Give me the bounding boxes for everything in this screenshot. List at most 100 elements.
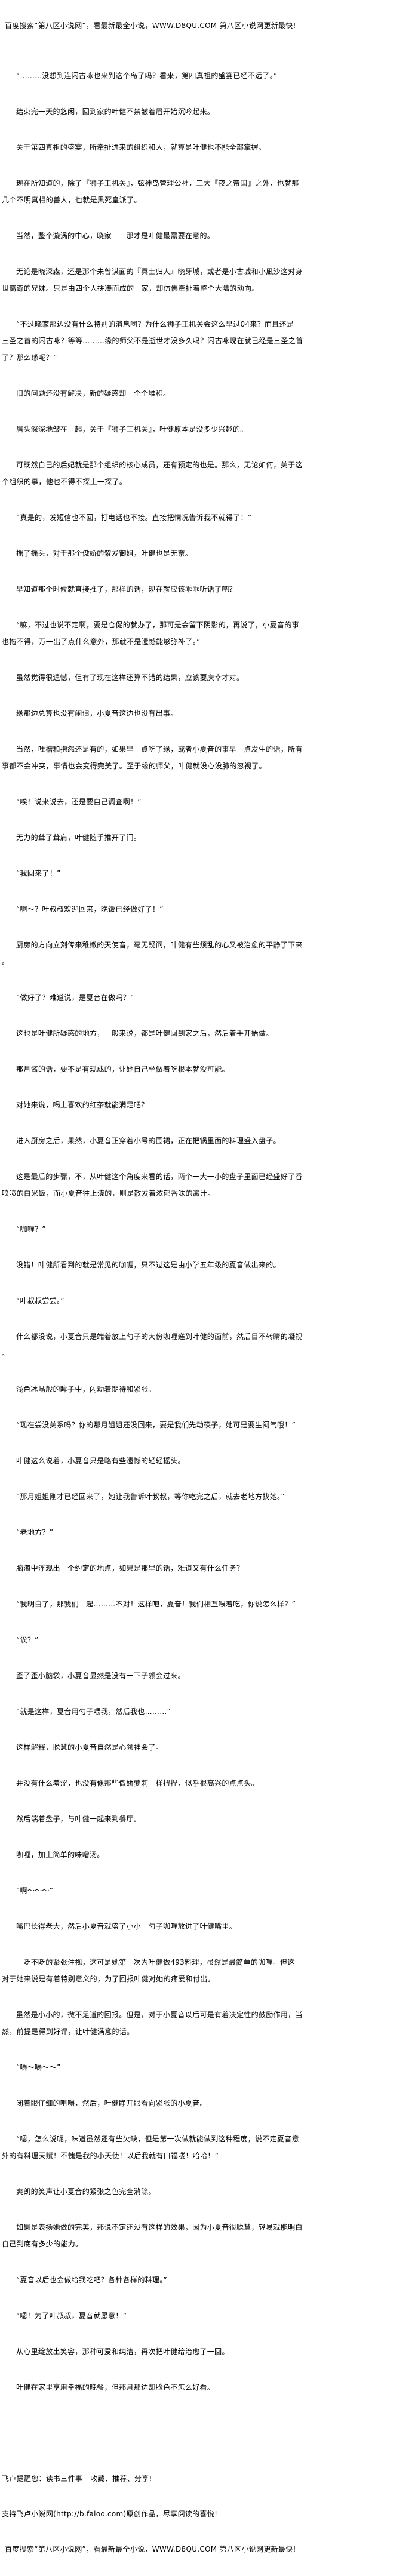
paragraph: “就是这样，夏音用勺子喂我，然后我也………”: [2, 1703, 360, 1720]
footer-support-link[interactable]: 支持飞卢小说网(http://b.faloo.com)原创作品，尽享阅读的喜悦!: [2, 2510, 218, 2518]
paragraph: 那月酱的话，要不是有现成的，让她自己坐做着吃根本就没可能。: [2, 1061, 360, 1078]
paragraph-line: 没错！叶健所看到的就是常见的咖喱，只不过这是由小学五年级的夏音做出来的。: [16, 1261, 281, 1269]
footer-reminder: 飞卢提醒您：读书三件事 - 收藏、推荐、分享!: [2, 2475, 152, 2483]
paragraph: 眉头深深地皱在一起，关于『狮子王机关』，叶健原本是没多少兴趣的。: [2, 421, 360, 438]
paragraph: 可既然自己的后妃就是那个组织的核心成员，还有预定的也是。那么，无论如何，关于这个…: [2, 457, 360, 490]
paragraph: 这样解释，聪慧的小夏音自然是心领神会了。: [2, 1739, 360, 1756]
paragraph-line: 眉头深深地皱在一起，关于『狮子王机关』，叶健原本是没多少兴趣的。: [16, 425, 248, 433]
paragraph-line: 然后端着盘子，与叶健一起来到餐厅。: [16, 1815, 142, 1823]
paragraph: 什么都没说，小夏音只是端着放上勺子的大份咖喱递到叶健的面前，然后目不转睛的凝视。: [2, 1328, 360, 1362]
paragraph: “现在尝没关系吗？你的那月姐姐还没回来，要是我们先动筷子，她可是要生闷气哦！”: [2, 1417, 360, 1433]
paragraph: 旧的问题还没有解决，新的疑惑却一个个堆积。: [2, 385, 360, 402]
paragraph: 并没有什么羞涩，也没有像那些傲娇萝莉一样扭捏，似乎很高兴的点点头。: [2, 1775, 360, 1792]
paragraph-line: 世离奇的兄妹。只是由四个人拼凑而成的一家，却仿佛牵扯着整个大陆的动向。: [2, 284, 259, 293]
paragraph: 这也是叶健所疑惑的地方，一般来说，都是叶健回到家之后，然后着手开始做。: [2, 1025, 360, 1042]
paragraph: “嗯！为了叶叔叔，夏音就愿意！”: [2, 2307, 360, 2324]
paragraph: 结束完一天的悠闲，回到家的叶健不禁皱着眉开始沉吟起来。: [2, 103, 360, 120]
paragraph-line: “做好了？难道说，是夏音在做吗？”: [16, 993, 134, 1002]
paragraph-line: 脑海中浮现出一个约定的地点，如果是那里的话，难道又有什么任务？: [16, 1564, 244, 1572]
paragraph: “我回来了！”: [2, 865, 360, 882]
paragraph-line: 然，前提是得到好评，让叶健满意的话。: [2, 2027, 134, 2036]
paragraph-line: “我回来了！”: [16, 869, 61, 878]
paragraph-line: “现在尝没关系吗？你的那月姐姐还没回来，要是我们先动筷子，她可是要生闷气哦！”: [16, 1421, 296, 1429]
paragraph: 然后端着盘子，与叶健一起来到餐厅。: [2, 1811, 360, 1827]
paragraph: “嗯，怎么说呢，味道虽然还有些欠缺，但是第一次做就能做到这种程度，说不定夏音意外…: [2, 2131, 360, 2164]
paragraph-line: “就是这样，夏音用勺子喂我，然后我也………”: [16, 1707, 171, 1716]
paragraph-line: 自己到底有多少的能力。: [2, 2240, 83, 2248]
paragraph-line: 结束完一天的悠闲，回到家的叶健不禁皱着眉开始沉吟起来。: [16, 107, 215, 116]
paragraph: 一眨不眨的紧张注视，这可是她第一次为叶健做493料理，虽然是最简单的咖喱。但这对…: [2, 1954, 360, 1987]
paragraph: 进入厨房之后，果然，小夏音正穿着小号的围裙，正在把锅里面的料理盛入盘子。: [2, 1132, 360, 1149]
paragraph-line: “嚼～嚼～～”: [16, 2063, 61, 2072]
paragraph-line: 几个不明真相的兽人，也就是黑死皇派了。: [2, 196, 142, 204]
paragraph-line: “不过晓家那边没有什么特别的消息啊？为什么狮子王机关会这么早过04来？而且还是: [16, 320, 294, 328]
paragraph-line: 如果是表扬她做的完美，那说不定还没有这样的效果，因为小夏音很聪慧，轻易就能明白: [16, 2223, 303, 2232]
paragraph: 虽然是小小的，微不足道的回报。但是，对于小夏音以后可是有着决定性的鼓励作用，当然…: [2, 2006, 360, 2040]
paragraph: “嘛，不过也说不定啊，要是仓促的就办了，那可是会留下阴影的，再说了，小夏音的事也…: [2, 617, 360, 650]
paragraph-line: 外的有料理天赋！不愧是我的小天使！以后我就有口福喽！哈哈！”: [2, 2152, 219, 2160]
paragraph-line: 对她来说，喝上喜欢的红茶就能满足吧？: [16, 1101, 149, 1109]
paragraph-line: 进入厨房之后，果然，小夏音正穿着小号的围裙，正在把锅里面的料理盛入盘子。: [16, 1137, 281, 1145]
paragraph-line: 无论是晓深森，还是那个未曾谋面的『冥土归人』晓牙城，或者是小古城和小凪沙这对身: [16, 267, 303, 276]
paragraph-line: “咖喱？”: [16, 1225, 46, 1233]
paragraph-line: 叶健这么说着，小夏音只是略有些遗憾的轻轻摇头。: [16, 1457, 185, 1465]
paragraph-line: 无力的耸了耸肩，叶健随手推开了门。: [16, 833, 142, 842]
paragraph-line: 虽然是小小的，微不足道的回报。但是，对于小夏音以后可是有着决定性的鼓励作用，当: [16, 2011, 303, 2019]
paragraph-line: “啊～～～”: [16, 1886, 54, 1895]
paragraph-line: “那月姐姐刚才已经回来了，她让我告诉叶叔叔，等你吃完之后，就去老地方找她。”: [16, 1492, 285, 1501]
paragraph-line: “夏音以后也会做给我吃吧？各种各样的料理。”: [16, 2276, 168, 2284]
paragraph: “我明白了，那我们一起………不对！这样吧，夏音！我们相互喂着吃，你说怎么样？”: [2, 1596, 360, 1612]
paragraph-line: 当然，吐槽和抱怨还是有的，如果早一点吃了缘，或者小夏音的事早一点发生的话，所有: [16, 745, 303, 753]
paragraph: 叶健在家里享用幸福的晚餐，但那月那边却脸色不怎么好看。: [2, 2379, 360, 2396]
paragraph-line: “叶叔叔尝尝。”: [16, 1297, 64, 1305]
paragraph: 缘那边总算也没有闹僵，小夏音这边也没有出事。: [2, 705, 360, 722]
paragraph-line: “嗯！为了叶叔叔，夏音就愿意！”: [16, 2312, 127, 2320]
paragraph-line: 这样解释，聪慧的小夏音自然是心领神会了。: [16, 1743, 164, 1752]
paragraph: 对她来说，喝上喜欢的红茶就能满足吧？: [2, 1097, 360, 1113]
paragraph: 厨房的方向立刻传来稚嫩的天使音，毫无疑问，叶健有些烦乱的心又被治愈的平静了下来。: [2, 937, 360, 970]
paragraph-line: “我明白了，那我们一起………不对！这样吧，夏音！我们相互喂着吃，你说怎么样？”: [16, 1600, 296, 1608]
paragraph: “真是的，发短信也不回，打电话也不接。直接把情况告诉我不就得了！”: [2, 509, 360, 526]
paragraph-line: 这也是叶健所疑惑的地方，一般来说，都是叶健回到家之后，然后着手开始做。: [16, 1029, 273, 1038]
paragraph: 嘴巴长得老大，然后小夏音就盛了小小一勺子咖喱放进了叶健嘴里。: [2, 1918, 360, 1935]
paragraph-line: 。: [2, 958, 10, 966]
site-banner-top: 百度搜索“第八区小说网”，看最新最全小说，WWW.D8QU.COM 第八区小说网…: [5, 21, 296, 30]
paragraph-line: 三圣之首的闲古咏？等等………缘的师父不是逝世才没多久吗？闲古咏现在就已经是三圣之…: [2, 337, 303, 345]
paragraph-line: 也拖不得，万一出了点什么意外，那就不是遗憾能够弥补了。”: [2, 638, 201, 646]
paragraph: 没错！叶健所看到的就是常见的咖喱，只不过这是由小学五年级的夏音做出来的。: [2, 1257, 360, 1273]
paragraph: “嚼～嚼～～”: [2, 2059, 360, 2076]
paragraph: “做好了？难道说，是夏音在做吗？”: [2, 989, 360, 1006]
paragraph: 无力的耸了耸肩，叶健随手推开了门。: [2, 829, 360, 846]
paragraph: 如果是表扬她做的完美，那说不定还没有这样的效果，因为小夏音很聪慧，轻易就能明白自…: [2, 2219, 360, 2252]
paragraph-line: 当然，整个漩涡的中心，晓家——那才是叶健最需要在意的。: [16, 232, 215, 240]
paragraph-line: 从心里绽放出笑容，那种可爱和纯洁，再次把叶健给治愈了一回。: [16, 2347, 229, 2356]
paragraph: “那月姐姐刚才已经回来了，她让我告诉叶叔叔，等你吃完之后，就去老地方找她。”: [2, 1488, 360, 1505]
paragraph-line: “诶？”: [16, 1636, 39, 1644]
paragraph-line: 关于第四真祖的盛宴，所牵扯进来的组织和人，就算是叶健也不能全部掌握。: [16, 143, 266, 152]
paragraph-line: 对于她来说是有着特别意义的，为了回报叶健对她的疼爱和付出。: [2, 1975, 215, 1983]
paragraph-line: 一眨不眨的紧张注视，这可是她第一次为叶健做493料理，虽然是最简单的咖喱。但这: [16, 1958, 295, 1966]
paragraph: “不过晓家那边没有什么特别的消息啊？为什么狮子王机关会这么早过04来？而且还是三…: [2, 316, 360, 366]
paragraph: 脑海中浮现出一个约定的地点，如果是那里的话，难道又有什么任务？: [2, 1560, 360, 1577]
paragraph: 爽朗的笑声让小夏音的紧张之色完全消除。: [2, 2183, 360, 2200]
paragraph: “唉！说来说去，还是要自己调查啊！”: [2, 793, 360, 810]
paragraph-line: “嘛，不过也说不定啊，要是仓促的就办了，那可是会留下阴影的，再说了，小夏音的事: [16, 621, 299, 629]
paragraph: 这是最后的步骤，不，从叶健这个角度来看的话，两个一大一小的盘子里面已经盛好了香喷…: [2, 1168, 360, 1202]
paragraph-line: 个组织的事，他也不得不探上一探了。: [2, 478, 127, 486]
paragraph-line: 厨房的方向立刻传来稚嫩的天使音，毫无疑问，叶健有些烦乱的心又被治愈的平静了下来: [16, 941, 303, 949]
paragraph-line: 摇了摇头，对于那个傲娇的紫发御姐，叶健也是无奈。: [16, 549, 193, 558]
paragraph: 早知道那个时候就直接推了，那样的话，现在就应该乖乖听话了吧？: [2, 581, 360, 598]
site-banner-bottom: 百度搜索“第八区小说网”，看最新最全小说，WWW.D8QU.COM 第八区小说网…: [5, 2545, 296, 2553]
paragraph: “啊～～～”: [2, 1882, 360, 1899]
paragraph-line: 旧的问题还没有解决，新的疑惑却一个个堆积。: [16, 389, 171, 398]
paragraph-line: 那月酱的话，要不是有现成的，让她自己坐做着吃根本就没可能。: [16, 1065, 229, 1073]
paragraph-line: 咖喱，加上简单的味噌汤。: [16, 1851, 105, 1859]
paragraph: 现在所知道的，除了『狮子王机关』，弦神岛管理公社，三大『夜之帝国』之外，也就那几…: [2, 175, 360, 208]
paragraph: “咖喱？”: [2, 1221, 360, 1238]
paragraph-line: “真是的，发短信也不回，打电话也不接。直接把情况告诉我不就得了！”: [16, 513, 252, 522]
paragraph: 关于第四真祖的盛宴，所牵扯进来的组织和人，就算是叶健也不能全部掌握。: [2, 139, 360, 156]
paragraph-line: “嗯，怎么说呢，味道虽然还有些欠缺，但是第一次做就能做到这种程度，说不定夏音意: [16, 2135, 299, 2143]
paragraph-line: 了？那么缘呢？”: [2, 353, 57, 362]
paragraph-line: 叶健在家里享用幸福的晚餐，但那月那边却脸色不怎么好看。: [16, 2383, 215, 2392]
paragraph: 从心里绽放出笑容，那种可爱和纯洁，再次把叶健给治愈了一回。: [2, 2343, 360, 2360]
